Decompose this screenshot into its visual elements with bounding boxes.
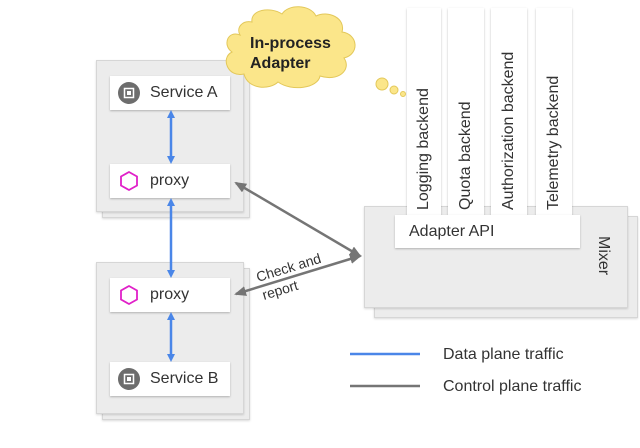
legend-control-plane-label: Control plane traffic bbox=[443, 378, 582, 395]
service-b-card[interactable]: Service B bbox=[110, 362, 230, 396]
cloud-line2: Adapter bbox=[250, 55, 310, 72]
chip-icon bbox=[118, 82, 140, 104]
proxy-b-label: proxy bbox=[150, 286, 190, 303]
telemetry-backend[interactable]: Telemetry backend bbox=[536, 8, 572, 216]
proxy-a-card[interactable]: proxy bbox=[110, 164, 230, 198]
service-a-label: Service A bbox=[150, 84, 218, 101]
proxy-b-card[interactable]: proxy bbox=[110, 278, 230, 312]
chip-icon bbox=[118, 368, 140, 390]
service-b-label: Service B bbox=[150, 370, 219, 387]
authorization-backend[interactable]: Authorization backend bbox=[491, 8, 527, 216]
adapter-api-card[interactable]: Adapter API bbox=[395, 215, 580, 248]
service-a-card[interactable]: Service A bbox=[110, 76, 230, 110]
quota-backend[interactable]: Quota backend bbox=[448, 8, 484, 216]
cloud-line1: In-process bbox=[250, 35, 331, 52]
hexagon-icon bbox=[120, 170, 138, 192]
proxy-a-label: proxy bbox=[150, 172, 190, 189]
adapter-api-label: Adapter API bbox=[409, 222, 495, 240]
hexagon-icon bbox=[120, 284, 138, 306]
control-arrow-proxy-a-mixer bbox=[234, 181, 362, 258]
cloud-shape bbox=[225, 6, 406, 97]
control-arrow-proxy-b-mixer bbox=[234, 254, 362, 296]
legend-data-plane-label: Data plane traffic bbox=[443, 346, 564, 363]
logging-backend[interactable]: Logging backend bbox=[407, 8, 441, 216]
